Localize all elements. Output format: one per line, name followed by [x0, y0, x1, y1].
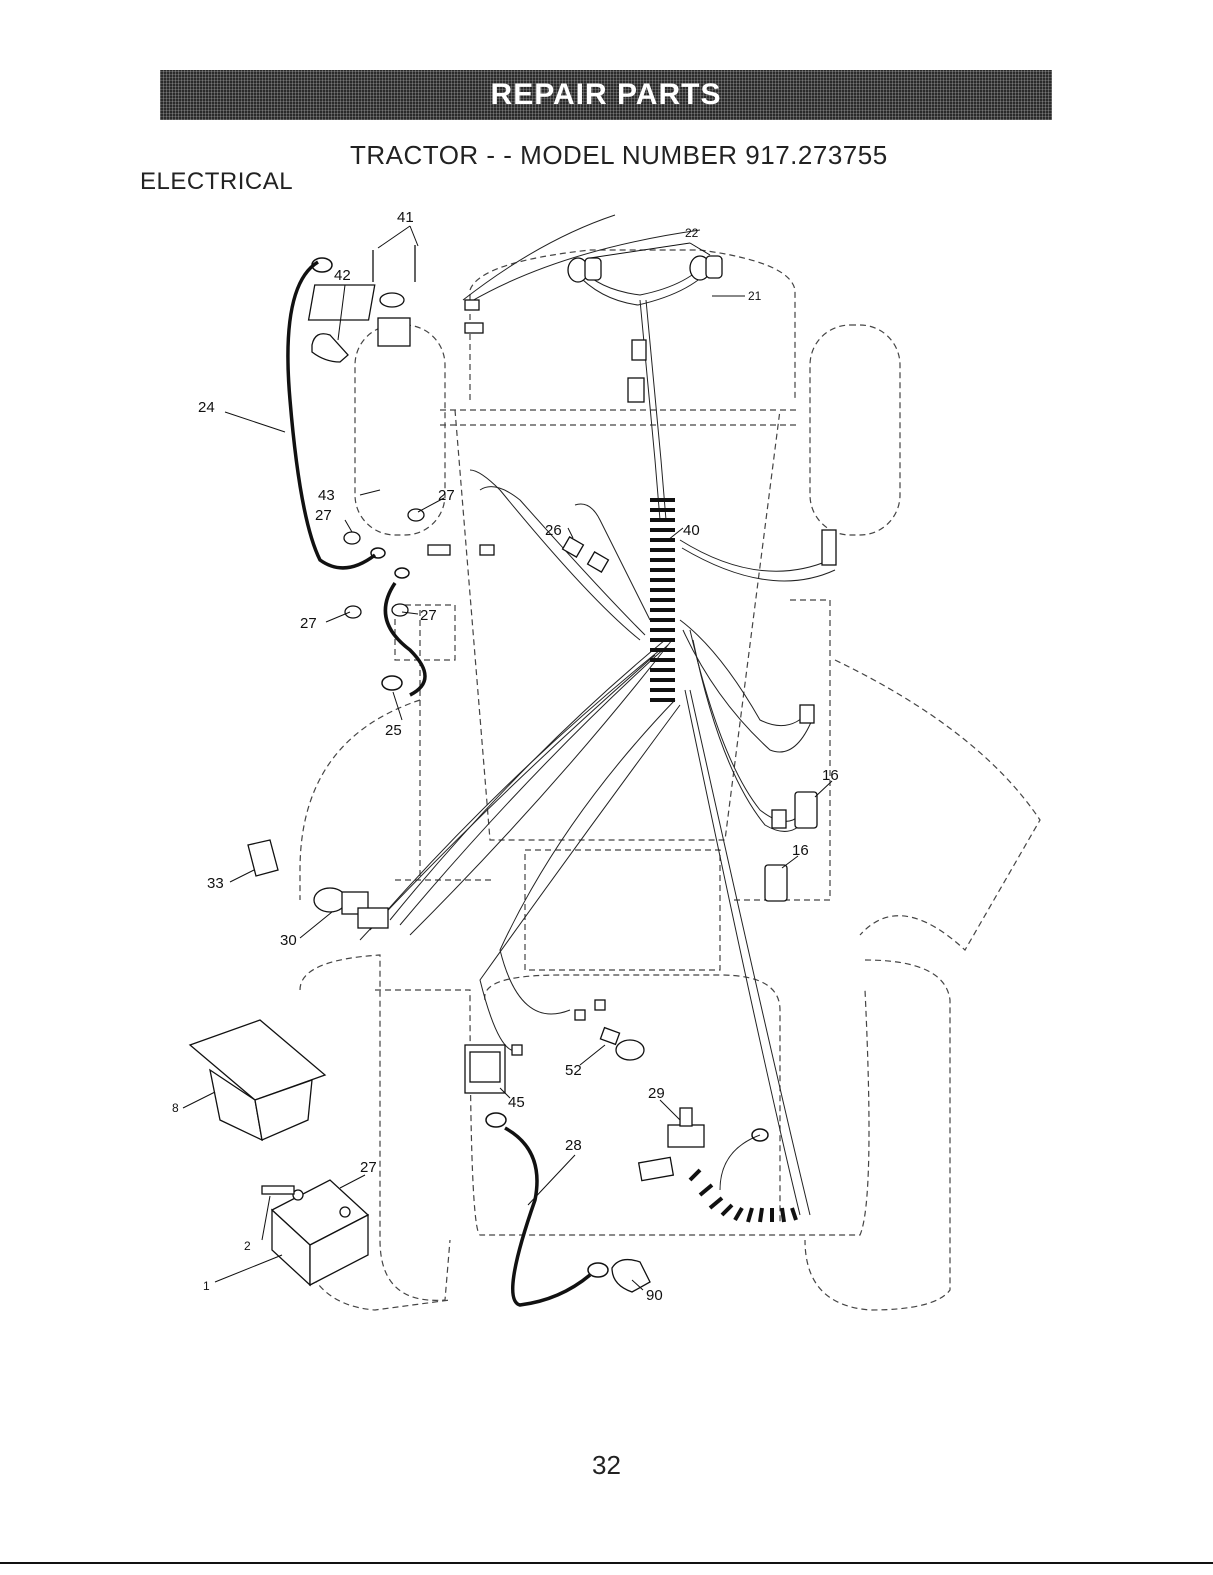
front-left-wheel: [355, 325, 445, 535]
callout-22: 22: [685, 226, 699, 240]
callout-40: 40: [683, 522, 700, 539]
callout-29: 29: [648, 1085, 665, 1102]
fuse-holder-b: [588, 552, 609, 572]
seat-area: [525, 850, 720, 970]
callout-25: 25: [385, 722, 402, 739]
relay-connector-b: [772, 810, 786, 828]
callout-labels: 22 21 42 41 24 43 27 27 27 27 26 40 25 1…: [172, 209, 839, 1304]
left-fender: [300, 700, 420, 900]
callout-16b: 16: [792, 842, 809, 859]
callout-30: 30: [280, 932, 297, 949]
callout-27b: 27: [438, 487, 455, 504]
callout-41: 41: [397, 209, 414, 226]
tractor-outline: [300, 250, 1040, 1310]
nut-27a: [344, 532, 360, 544]
callout-2: 2: [244, 1239, 251, 1253]
callout-27a: 27: [315, 507, 332, 524]
inline-connector-f: [595, 1000, 605, 1010]
inline-connector-c: [428, 545, 450, 555]
inline-connector-d: [480, 545, 494, 555]
bottom-rule: [0, 1562, 1213, 1564]
nut-27b: [408, 509, 424, 521]
nut-27d: [392, 604, 408, 616]
callout-27d: 27: [420, 607, 437, 624]
seat-switch: [639, 1108, 704, 1181]
harness-connector-top: [628, 378, 644, 402]
callout-1: 1: [203, 1279, 210, 1293]
headlight-right: [690, 256, 722, 280]
side-panel-right: [730, 600, 830, 900]
battery-cables: [288, 262, 590, 1305]
callout-90: 90: [646, 1287, 663, 1304]
battery-bolt: [262, 1186, 294, 1194]
front-right-wheel: [810, 325, 900, 535]
battery: [272, 1180, 368, 1285]
starter-solenoid: [309, 245, 415, 346]
callout-42: 42: [334, 267, 351, 284]
harness-conduit: [650, 500, 675, 700]
callout-27c: 27: [300, 615, 317, 632]
callout-8: 8: [172, 1101, 179, 1115]
cable-28: [505, 1128, 590, 1305]
inline-connector-e: [575, 1010, 585, 1020]
rear-right-wheel: [805, 960, 950, 1310]
callout-26: 26: [545, 522, 562, 539]
fuse-holder-a: [563, 537, 584, 557]
callout-33: 33: [207, 875, 224, 892]
callout-27e: 27: [360, 1159, 377, 1176]
rear-frame: [375, 990, 869, 1235]
right-fender: [835, 660, 1040, 950]
switch-52: [600, 1028, 644, 1060]
rear-deck: [485, 975, 780, 1225]
hour-meter: [465, 1045, 505, 1093]
relay-16a: [795, 792, 817, 828]
callout-24: 24: [198, 399, 215, 416]
inline-connector-a: [465, 300, 479, 310]
cable-25: [385, 583, 425, 695]
inline-connector-g: [512, 1045, 522, 1055]
callout-16a: 16: [822, 767, 839, 784]
page-number: 32: [0, 1450, 1213, 1481]
bracket-42: [312, 334, 348, 362]
callout-43: 43: [318, 487, 335, 504]
wiring-harness: [360, 215, 835, 1215]
terminal-boot: [612, 1260, 650, 1292]
relay-16b: [765, 865, 787, 901]
callout-45: 45: [508, 1094, 525, 1111]
callout-52: 52: [565, 1062, 582, 1079]
headlight-left: [568, 258, 601, 282]
hood-body-outline: [455, 410, 780, 840]
pto-connector: [822, 530, 836, 565]
callout-21: 21: [748, 289, 762, 303]
callout-28: 28: [565, 1137, 582, 1154]
ignition-switch: [314, 888, 388, 928]
headlight-connector: [632, 340, 646, 360]
nut-27c: [345, 606, 361, 618]
inline-connector-b: [465, 323, 483, 333]
battery-box: [190, 1020, 325, 1140]
relay-connector-a: [800, 705, 814, 723]
